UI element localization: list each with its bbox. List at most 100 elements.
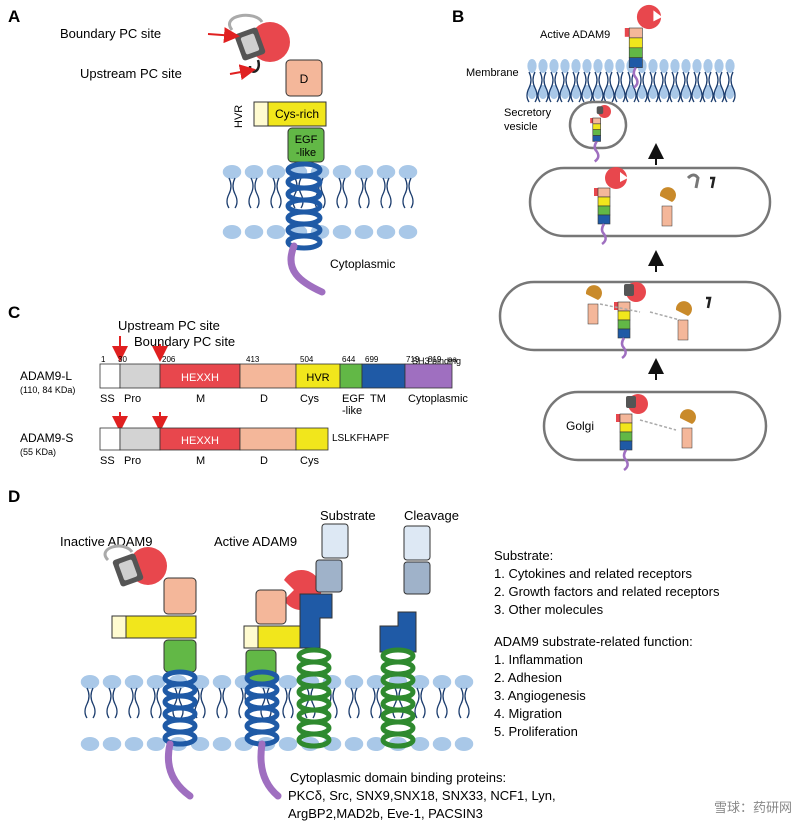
lipid-head <box>432 675 452 689</box>
cleaved-piece <box>679 409 696 424</box>
watermark: 雪球：药研网 <box>714 800 792 815</box>
lipid-head <box>212 675 232 689</box>
cyto-tail <box>620 337 627 360</box>
lipid-head <box>124 675 144 689</box>
lipid-tail <box>112 687 118 719</box>
lipid-head <box>615 85 625 99</box>
lipid-tail <box>565 71 571 103</box>
lipid-tail <box>436 687 442 719</box>
active-site-notch <box>653 10 663 22</box>
lipid-tail <box>232 177 238 209</box>
compartment-2 <box>498 280 782 352</box>
adam9-s-bar: HEXXH <box>99 427 329 451</box>
lipid-head <box>670 85 680 99</box>
prodomain-fragment <box>686 173 700 189</box>
active-site-notch <box>620 172 628 182</box>
lipid-head <box>538 59 548 73</box>
helix-turn <box>380 731 416 749</box>
cyto-tail <box>593 140 600 163</box>
transmembrane-helix <box>285 161 323 251</box>
cleaved-piece <box>659 187 676 202</box>
lipid-tail <box>216 687 222 719</box>
lipid-tail <box>713 71 719 103</box>
lipid-tail <box>702 71 708 103</box>
lipid-tail <box>620 71 626 103</box>
cleaved-piece <box>587 303 599 325</box>
lipid-head <box>454 675 474 689</box>
cys-rich-label: Cys-rich <box>275 107 319 121</box>
domain-segment <box>239 427 297 451</box>
lipid-tail <box>364 177 370 209</box>
lipid-tail <box>156 687 162 719</box>
domain-label: D <box>260 455 268 467</box>
lipid-tail <box>386 177 392 209</box>
compartment-1 <box>528 166 772 238</box>
stack-segment <box>592 117 601 125</box>
lipid-tail <box>598 71 604 103</box>
stack-segment <box>592 129 601 136</box>
lipid-tail <box>222 687 228 719</box>
domain-label: Pro <box>124 393 141 405</box>
cleaved-piece <box>675 301 692 316</box>
adam9-compartment-1 <box>594 167 716 246</box>
lipid-tail <box>625 71 631 103</box>
cyto-tail <box>600 223 607 246</box>
lipid-tail <box>392 687 398 719</box>
lipid-head <box>376 165 396 179</box>
lipid-head <box>703 59 713 73</box>
lipid-tail <box>708 71 714 103</box>
lipid-tail <box>614 71 620 103</box>
golgi-label: Golgi <box>566 419 594 433</box>
aa-position: 1 <box>101 355 106 364</box>
aa-position: 413 <box>246 355 260 364</box>
c-upstream-pc-label: Upstream PC site <box>118 318 220 333</box>
lipid-head <box>593 59 603 73</box>
list-item: ArgBP2,MAD2b, Eve-1, PACSIN3 <box>288 806 483 821</box>
list-item: 5. Proliferation <box>494 724 578 739</box>
lipid-head <box>80 737 100 751</box>
lipid-head <box>344 737 364 751</box>
lipid-head <box>146 675 166 689</box>
lipid-head <box>354 165 374 179</box>
domain-label: D <box>260 393 268 405</box>
lipid-tail <box>380 177 386 209</box>
panel-label-d: D <box>8 487 20 506</box>
sh3-label: SH3 binding <box>412 356 461 366</box>
helix-turn <box>285 233 323 251</box>
adam9-compartment-2 <box>585 282 712 360</box>
aa-position: 699 <box>365 355 379 364</box>
lipid-tail <box>254 177 260 209</box>
lipid-head <box>102 737 122 751</box>
lipid-head <box>714 59 724 73</box>
lipid-tail <box>348 687 354 719</box>
lipid-head <box>212 737 232 751</box>
lipid-tail <box>658 71 664 103</box>
domain-segment <box>99 427 121 451</box>
list-item: 3. Other molecules <box>494 602 604 617</box>
aa-position: 644 <box>342 355 356 364</box>
lipid-head <box>648 85 658 99</box>
lipid-tail <box>226 177 232 209</box>
stack-segment <box>617 310 631 321</box>
prodomain <box>626 396 636 408</box>
function-heading: ADAM9 substrate-related function: <box>494 634 693 649</box>
upstream-pc-arrow <box>229 64 256 81</box>
lipid-head <box>538 85 548 99</box>
panel-c: Upstream PC site Boundary PC site SH3 bi… <box>20 318 468 467</box>
cyto-tail <box>632 66 639 89</box>
lipid-head <box>376 225 396 239</box>
domain-label: M <box>196 393 205 405</box>
lipid-head <box>604 85 614 99</box>
lipid-tail <box>84 687 90 719</box>
lipid-head <box>278 675 298 689</box>
lipid-tail <box>581 71 587 103</box>
egf-label-2: -like <box>296 147 316 159</box>
list-item: PKCδ, Src, SNX9,SNX18, SNX33, NCF1, Lyn, <box>288 788 556 803</box>
lipid-head <box>332 165 352 179</box>
lipid-head <box>244 165 264 179</box>
lipid-tail <box>691 71 697 103</box>
lipid-head <box>80 675 100 689</box>
